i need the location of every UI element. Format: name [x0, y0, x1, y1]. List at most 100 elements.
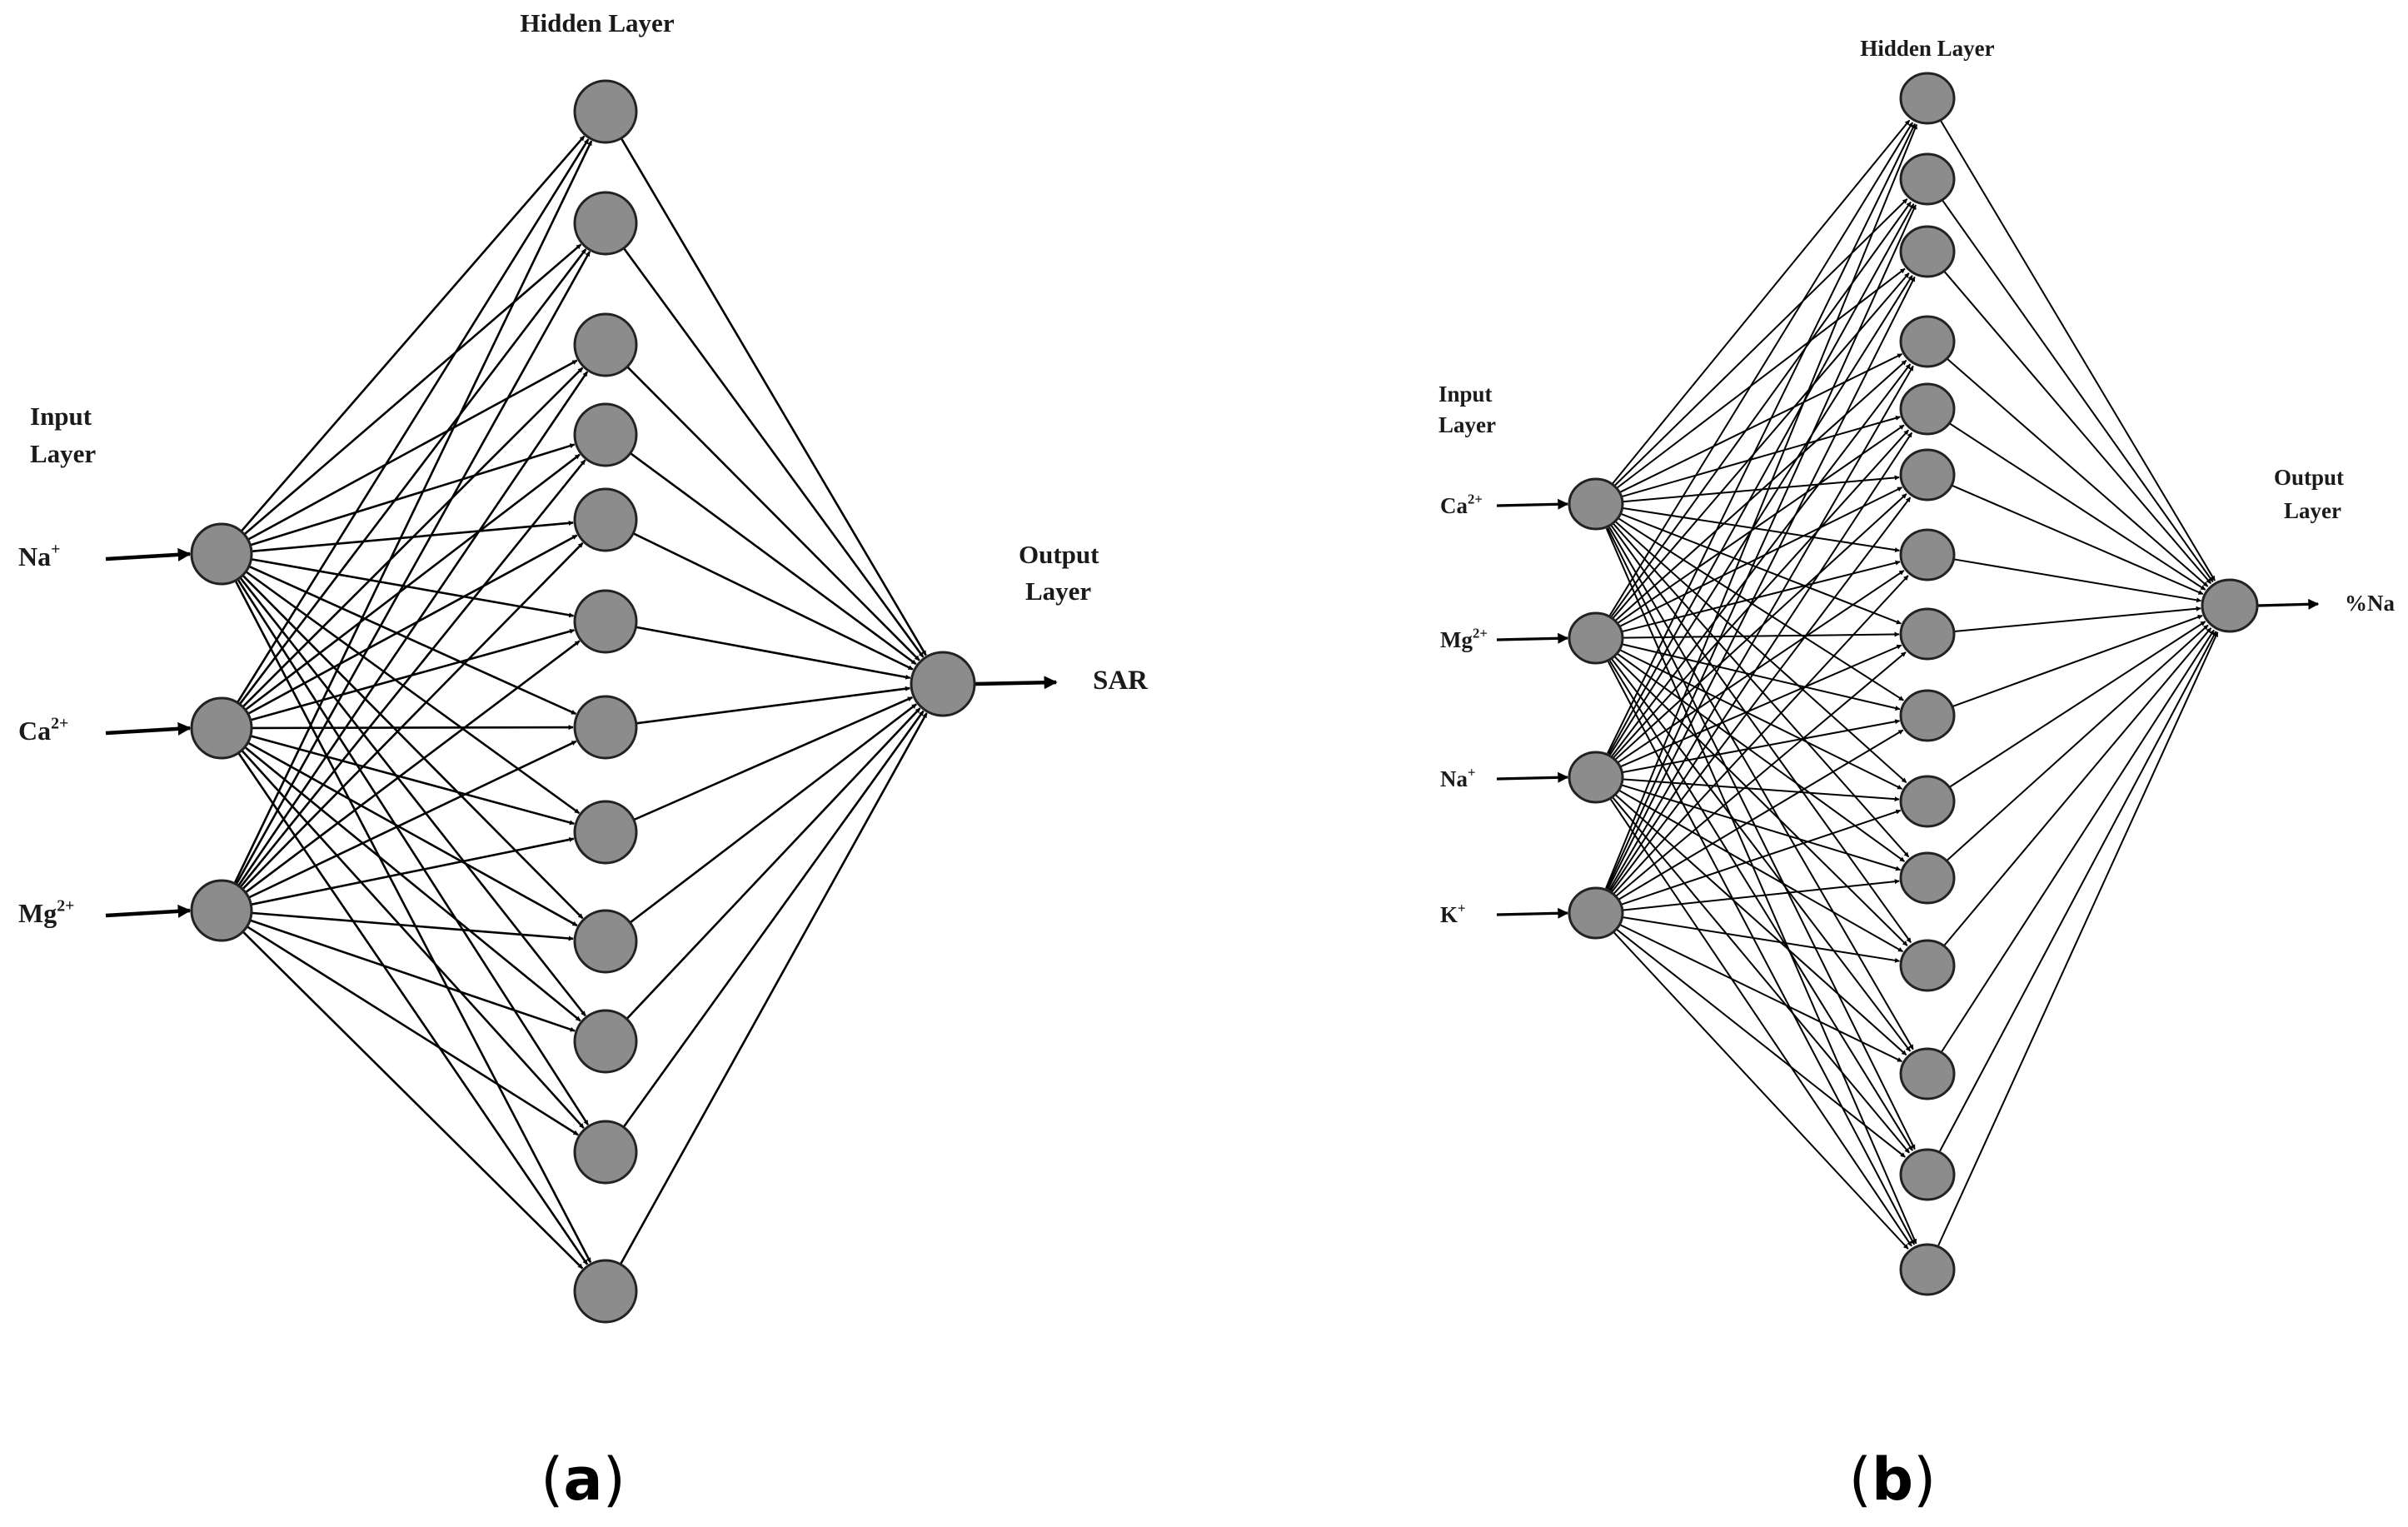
edge-input-1-to-hidden-12 [234, 580, 592, 1264]
edge-input-2-to-hidden-6 [1619, 487, 1903, 627]
hidden-node-7 [573, 695, 638, 760]
edge-input-3-to-hidden-14 [1612, 796, 1910, 1154]
input-label-base: Na [18, 541, 51, 571]
input-label-base: Mg [1440, 627, 1473, 652]
input-label-base: Ca [18, 716, 51, 746]
hidden-node-1 [1899, 72, 1956, 125]
input-label-1: Na+ [18, 541, 60, 571]
edge-input-2-to-hidden-2 [1610, 201, 1912, 617]
edge-input-3-to-hidden-9 [251, 911, 574, 941]
input-arrow-4 [1496, 907, 1569, 919]
edge-input-3-to-hidden-4 [1611, 363, 1912, 757]
input-label-base: Ca [1440, 493, 1468, 518]
edge-input-3-to-hidden-7 [1618, 570, 1905, 764]
edge-hidden-9-to-output [1952, 614, 2203, 708]
hidden-node-6 [1899, 448, 1956, 502]
input-label-2: Mg2+ [1440, 626, 1488, 652]
input-label-superscript: 2+ [1468, 492, 1483, 507]
edge-input-2-to-hidden-4 [244, 453, 581, 711]
edge-hidden-11-to-output [1947, 624, 2209, 861]
input-node-3 [1568, 751, 1624, 804]
hidden-node-6 [573, 589, 638, 654]
edge-input-1-to-hidden-3 [247, 359, 578, 541]
edge-hidden-4-to-output [629, 452, 917, 666]
edge-input-1-to-hidden-5 [1621, 415, 1901, 498]
panel-b-nodes [1568, 72, 2259, 1296]
edge-input-4-to-hidden-15 [1613, 931, 1909, 1250]
input-label-3: Mg2+ [18, 897, 74, 928]
hidden-node-9 [573, 909, 638, 974]
edge-input-3-to-hidden-10 [1622, 778, 1900, 802]
edge-hidden-12-to-output [619, 712, 928, 1265]
edge-input-4-to-hidden-4 [1608, 365, 1914, 891]
panel-a-input-layer-title-line2: Layer [30, 439, 96, 468]
hidden-node-4 [1899, 315, 1956, 368]
panel-a-input-labels: Na+ Ca2+ Mg2+ [18, 541, 74, 928]
edge-input-3-to-hidden-8 [1619, 644, 1902, 768]
input-label-4: K+ [1440, 901, 1466, 927]
input-arrow-3 [105, 904, 192, 918]
edge-input-3-to-hidden-10 [249, 919, 576, 1032]
edge-input-4-to-hidden-3 [1607, 276, 1916, 890]
edge-hidden-4-to-output [1947, 358, 2209, 587]
edge-input-3-to-hidden-2 [235, 251, 591, 886]
edge-hidden-8-to-output [1953, 606, 2201, 633]
edge-input-2-to-hidden-13 [1611, 658, 1912, 1052]
input-arrow-2 [105, 721, 192, 736]
edge-input-4-to-hidden-14 [1616, 929, 1906, 1158]
hidden-node-2 [573, 191, 638, 256]
edge-input-4-to-hidden-11 [1622, 879, 1900, 911]
panel-a-output-layer-title-line1: Output [1019, 540, 1099, 569]
edge-hidden-11-to-output [622, 710, 925, 1128]
panel-b-output-layer-title-line1: Output [2274, 465, 2344, 490]
input-label-superscript: + [1468, 765, 1476, 781]
panel-b-input-labels: Ca2+Mg2+Na+K+ [1440, 492, 1488, 927]
edge-hidden-3-to-output [626, 366, 920, 661]
input-label-2: Ca2+ [18, 715, 68, 746]
edge-hidden-10-to-output [626, 707, 921, 1020]
panel-b-output-layer-title-line2: Layer [2284, 498, 2341, 523]
hidden-node-12 [573, 1259, 638, 1324]
edge-hidden-5-to-output [632, 532, 914, 671]
panel-a-output-label: SAR [1093, 666, 1149, 696]
edge-input-1-to-hidden-8 [1620, 512, 1902, 625]
panel-b-input-layer-title-line2: Layer [1438, 412, 1496, 437]
edge-hidden-1-to-output [1940, 120, 2216, 581]
edge-input-1-to-hidden-2 [243, 243, 582, 536]
edge-hidden-12-to-output [1943, 627, 2212, 946]
output-node [910, 651, 976, 717]
edge-hidden-5-to-output [1949, 422, 2206, 591]
edge-input-4-to-hidden-9 [1618, 729, 1904, 901]
edge-input-2-to-hidden-5 [1617, 424, 1905, 624]
edge-input-3-to-hidden-9 [1622, 719, 1901, 774]
hidden-node-15 [1899, 1243, 1956, 1296]
hidden-node-13 [1899, 1047, 1956, 1100]
edge-input-1-to-hidden-10 [239, 576, 586, 1017]
edge-hidden-7-to-output [1953, 558, 2202, 603]
hidden-node-11 [573, 1120, 638, 1185]
input-node-2 [190, 696, 253, 760]
panel-a-input-layer-title-line1: Input [30, 402, 92, 431]
hidden-node-5 [573, 487, 638, 552]
input-label-base: Na [1440, 766, 1468, 791]
panel-b-hidden-layer-title: Hidden Layer [1860, 36, 1994, 61]
panel-a-connections [105, 135, 1058, 1270]
input-label-superscript: + [1458, 901, 1466, 916]
edge-hidden-2-to-output [622, 247, 925, 658]
edge-hidden-6-to-output [1951, 484, 2204, 596]
edge-input-1-to-hidden-10 [1615, 521, 1907, 784]
edge-input-2-to-hidden-2 [238, 248, 587, 706]
edge-input-4-to-hidden-7 [1613, 575, 1909, 895]
edge-input-3-to-hidden-5 [242, 541, 584, 891]
panel-b-connections [1496, 119, 2320, 1250]
panel-b: Hidden Layer Input Layer Output Layer Ca… [1438, 36, 2395, 1514]
edge-input-3-to-hidden-12 [242, 931, 584, 1270]
edge-hidden-9-to-output [629, 703, 917, 924]
edge-input-4-to-hidden-2 [1606, 204, 1917, 890]
input-node-1 [190, 522, 253, 586]
panel-b-input-layer-title-line1: Input [1438, 382, 1493, 407]
output-node [2201, 578, 2259, 633]
edge-input-3-to-hidden-12 [1618, 789, 1903, 953]
edge-input-1-to-hidden-9 [242, 574, 584, 920]
